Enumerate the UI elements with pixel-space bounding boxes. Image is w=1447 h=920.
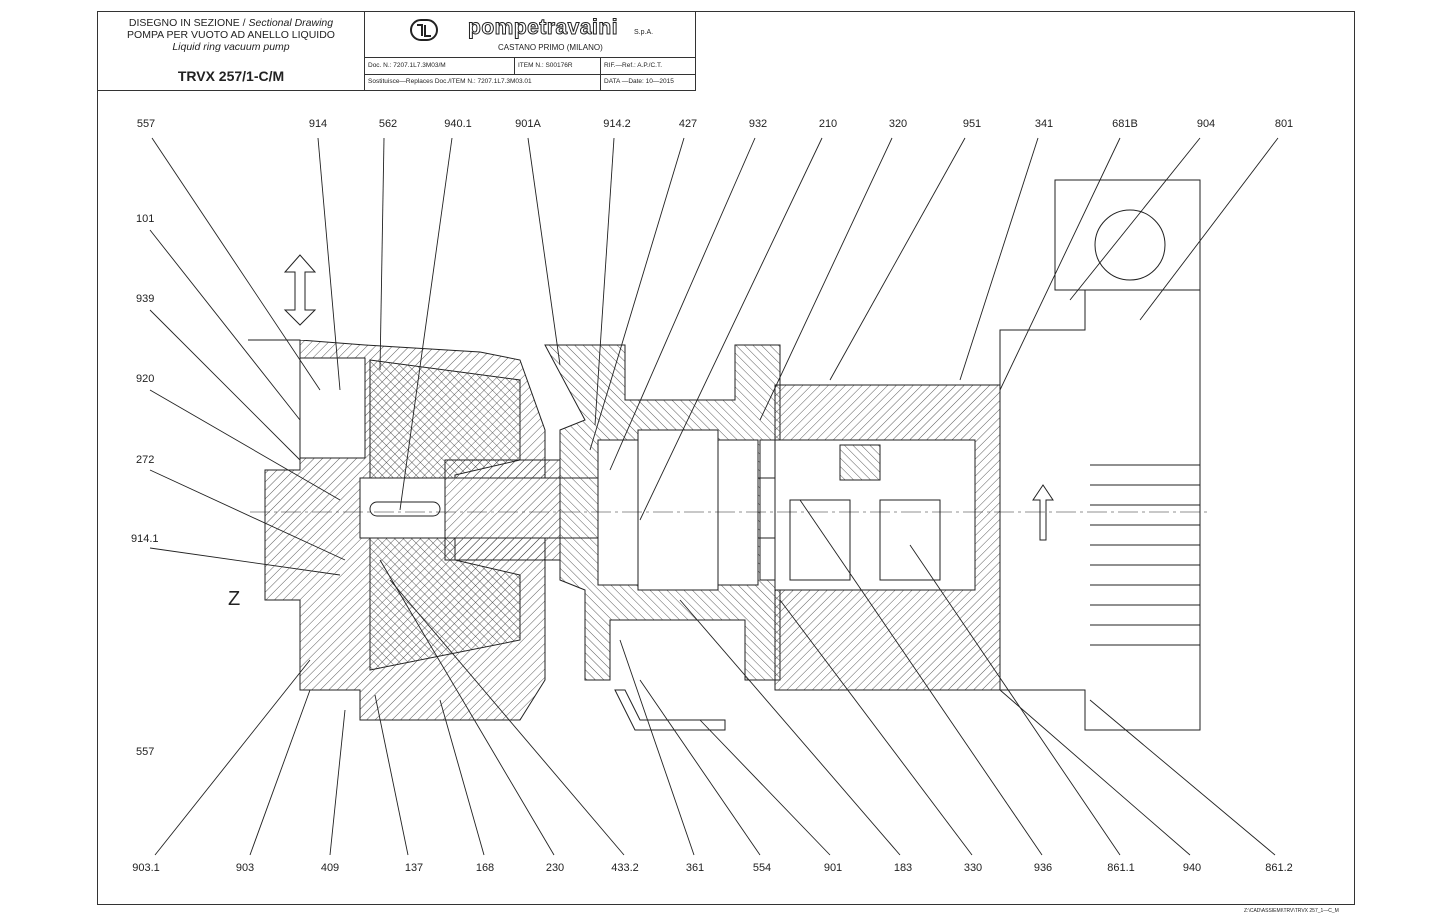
casing-inner-window xyxy=(299,357,366,459)
callout-label: 433.2 xyxy=(611,862,639,874)
company-suffix: S.p.A. xyxy=(634,29,654,36)
title-block-company: pompetravaini S.p.A. CASTANO PRIMO (MILA… xyxy=(364,12,695,90)
callout-label: 904 xyxy=(1196,118,1216,130)
company-logo xyxy=(410,19,438,41)
replaces-doc: Sostituisce—Replaces Doc./ITEM N.: 7207.… xyxy=(368,78,532,85)
callout-label: 903 xyxy=(235,862,255,874)
leader-lines xyxy=(149,137,1279,856)
doc-info-grid: Doc. N.: 7207.1L7.3M03/M ITEM N.: S00176… xyxy=(364,57,695,91)
bearing-left xyxy=(597,439,639,586)
callout-label: 920 xyxy=(136,373,155,385)
item-number: ITEM N.: S00176R xyxy=(518,62,573,69)
title-block: DISEGNO IN SEZIONE / Sectional Drawing P… xyxy=(97,11,696,91)
view-z-label: Z xyxy=(228,588,241,610)
file-path-footer: Z:\CAD\ASSIEMI\TRV\TRVX 257_1—C_M xyxy=(1244,908,1339,914)
seal-area xyxy=(444,459,561,561)
callout-label: 951 xyxy=(962,118,982,130)
callout-label: 932 xyxy=(748,118,768,130)
title-line1: DISEGNO IN SEZIONE / xyxy=(128,17,249,29)
callout-label: 940.1 xyxy=(444,118,472,130)
company-brand: pompetravaini xyxy=(467,16,619,40)
callout-label: 903.1 xyxy=(132,862,160,874)
doc-number: Doc. N.: 7207.1L7.3M03/M xyxy=(368,62,446,69)
callout-label: 557 xyxy=(136,118,156,130)
drawing-date: DATA —Date: 10—2015 xyxy=(604,78,674,85)
callout-label: 183 xyxy=(893,862,913,874)
callout-label: 361 xyxy=(685,862,705,874)
title-line2: POMPA PER VUOTO AD ANELLO LIQUIDO xyxy=(127,29,335,41)
callout-label: 801 xyxy=(1274,118,1294,130)
callout-label: 330 xyxy=(963,862,983,874)
motor-fins xyxy=(1090,464,1200,646)
callout-label: 901A xyxy=(515,118,541,130)
callout-label: 557 xyxy=(136,746,155,758)
reference: RIF.—Ref.: A.P./C.T. xyxy=(604,62,663,69)
callout-label: 681B xyxy=(1112,118,1138,130)
title-line3: Liquid ring vacuum pump xyxy=(172,41,290,53)
direction-arrow xyxy=(1032,484,1054,541)
callout-label: 861.1 xyxy=(1107,862,1135,874)
callout-label: 427 xyxy=(678,118,698,130)
coupling-hub-left xyxy=(789,499,851,581)
callout-label: 554 xyxy=(752,862,772,874)
shaft-center-section xyxy=(637,429,719,591)
callout-label: 901 xyxy=(823,862,843,874)
title-line1-en: Sectional Drawing xyxy=(248,17,334,29)
title-block-description: DISEGNO IN SEZIONE / Sectional Drawing P… xyxy=(98,12,365,90)
coupling-spider xyxy=(839,444,881,481)
callout-label: 940 xyxy=(1182,862,1202,874)
bracket-foot xyxy=(614,689,726,731)
bearing-right xyxy=(717,439,759,586)
callout-label: 914.1 xyxy=(131,533,159,545)
callout-label: 861.2 xyxy=(1265,862,1293,874)
drawing-frame xyxy=(97,11,1355,905)
callout-label: 939 xyxy=(136,293,155,305)
company-location: CASTANO PRIMO (MILANO) xyxy=(498,43,603,52)
callout-label: 936 xyxy=(1033,862,1053,874)
callout-label: 341 xyxy=(1034,118,1054,130)
title-text: DISEGNO IN SEZIONE / Sectional Drawing P… xyxy=(98,17,364,53)
callout-label: 272 xyxy=(136,454,155,466)
coupling-hub-right xyxy=(879,499,941,581)
callout-label: 409 xyxy=(320,862,340,874)
callout-label: 210 xyxy=(818,118,838,130)
callout-label: 914 xyxy=(308,118,328,130)
model-name: TRVX 257/1-C/M xyxy=(177,68,285,84)
shaft-key xyxy=(369,501,441,517)
callout-label: 168 xyxy=(475,862,495,874)
arrow-up-down xyxy=(283,254,317,326)
callout-label: 914.2 xyxy=(603,118,631,130)
callout-label: 230 xyxy=(545,862,565,874)
cable-gland xyxy=(1094,209,1166,281)
callout-label: 137 xyxy=(404,862,424,874)
callout-label: 101 xyxy=(136,213,155,225)
callout-label: 562 xyxy=(378,118,398,130)
callout-label: 320 xyxy=(888,118,908,130)
